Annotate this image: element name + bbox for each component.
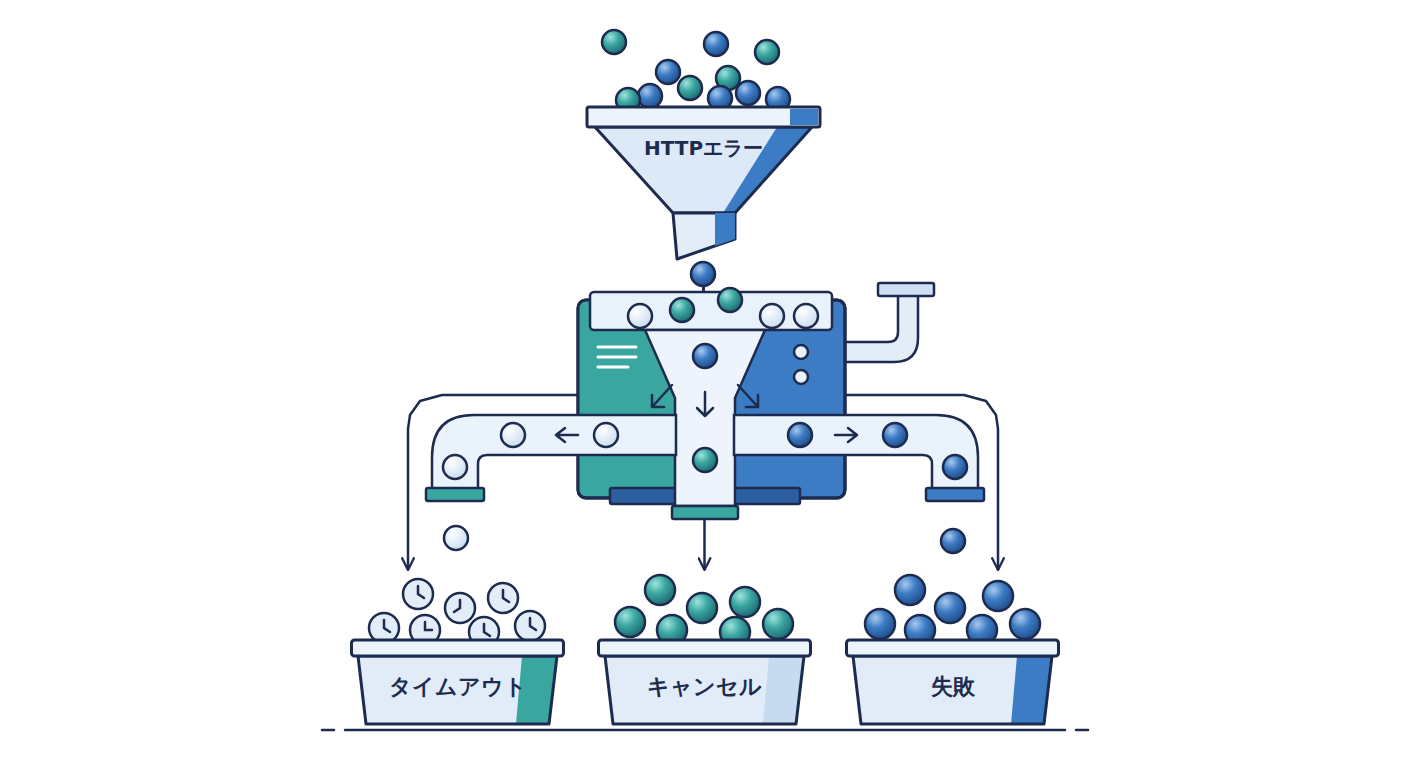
clock-icon [403, 579, 433, 609]
bin-rim [352, 640, 564, 656]
bin-rim [847, 640, 1059, 656]
tub-outline [350, 570, 565, 728]
funnel-spout [673, 213, 735, 259]
falling-ball [444, 526, 468, 550]
ball [638, 84, 662, 108]
direction-arrow [738, 385, 758, 407]
ball [645, 575, 675, 605]
ball [983, 581, 1013, 611]
ball [656, 60, 680, 84]
funnel-rim [587, 107, 820, 127]
ball [788, 423, 812, 447]
ball [693, 448, 717, 472]
ball [736, 81, 760, 105]
ball [687, 593, 717, 623]
ground-dash [1076, 729, 1088, 732]
sorting-machine [578, 288, 845, 519]
result-bin: キャンセル [597, 570, 812, 728]
ball [718, 288, 742, 312]
ball [865, 609, 895, 639]
clock-icon [488, 583, 518, 613]
input-funnel: HTTPエラー [585, 105, 822, 262]
pipe-nozzle [926, 488, 984, 501]
node-label: 失敗 [845, 672, 1060, 702]
ball [895, 575, 925, 605]
panel-line [598, 346, 636, 349]
ball [670, 298, 694, 322]
machine-knob [794, 370, 808, 384]
ball [628, 304, 652, 328]
ball-pile [615, 575, 793, 647]
ball-pile [865, 575, 1040, 645]
clock-pile [369, 579, 545, 647]
direction-arrow [697, 392, 713, 416]
ball [730, 587, 760, 617]
text-group: タイムアウト [350, 672, 565, 702]
node-label: タイムアウト [350, 672, 565, 702]
text-group: HTTPエラー [585, 135, 822, 162]
chute-nozzle [672, 506, 738, 519]
text-group: キャンセル [597, 672, 812, 702]
left-pipe [426, 415, 676, 550]
direction-arrow [652, 385, 672, 407]
machine-hopper [590, 292, 832, 330]
ball [602, 30, 626, 54]
ball [443, 455, 467, 479]
panel-line [598, 366, 628, 369]
ball [501, 423, 525, 447]
direction-arrow [556, 428, 578, 442]
tub-outline [845, 570, 1060, 728]
ball [763, 609, 793, 639]
ball [794, 304, 818, 328]
side-pipe [845, 283, 934, 362]
bin-rim [599, 640, 811, 656]
ball [883, 423, 907, 447]
side-pipe [845, 295, 918, 362]
clock-icon [515, 611, 545, 641]
node-label: HTTPエラー [585, 135, 822, 162]
ball [943, 455, 967, 479]
funnel-spout-shade [715, 213, 735, 246]
clock-icon [445, 593, 475, 623]
ball [693, 344, 717, 368]
text-group: 失敗 [845, 672, 1060, 702]
result-bin: 失敗 [845, 570, 1060, 728]
side-pipe-cap [878, 283, 934, 296]
ground-dash [322, 729, 334, 732]
ball [615, 607, 645, 637]
direction-arrow [835, 428, 857, 442]
falling-ball [941, 529, 965, 553]
node-label: キャンセル [597, 672, 812, 702]
machine-knob [794, 345, 808, 359]
funnel-rim-shade [790, 109, 818, 125]
ball [1010, 609, 1040, 639]
ground-line [345, 729, 1065, 732]
incoming-balls [602, 30, 790, 112]
right-pipe [734, 415, 984, 553]
pipe [432, 415, 676, 490]
ball [678, 76, 702, 100]
falling-ball [691, 262, 715, 286]
ball [935, 593, 965, 623]
ball [760, 304, 784, 328]
ball [755, 40, 779, 64]
panel-line [598, 356, 636, 359]
pipe-nozzle [426, 488, 484, 501]
tub-outline [597, 570, 812, 728]
pipe [734, 415, 978, 490]
result-bin: タイムアウト [350, 570, 565, 728]
funnel-outline [585, 105, 822, 262]
ball [594, 423, 618, 447]
ball [704, 32, 728, 56]
ground-line [322, 729, 1088, 732]
